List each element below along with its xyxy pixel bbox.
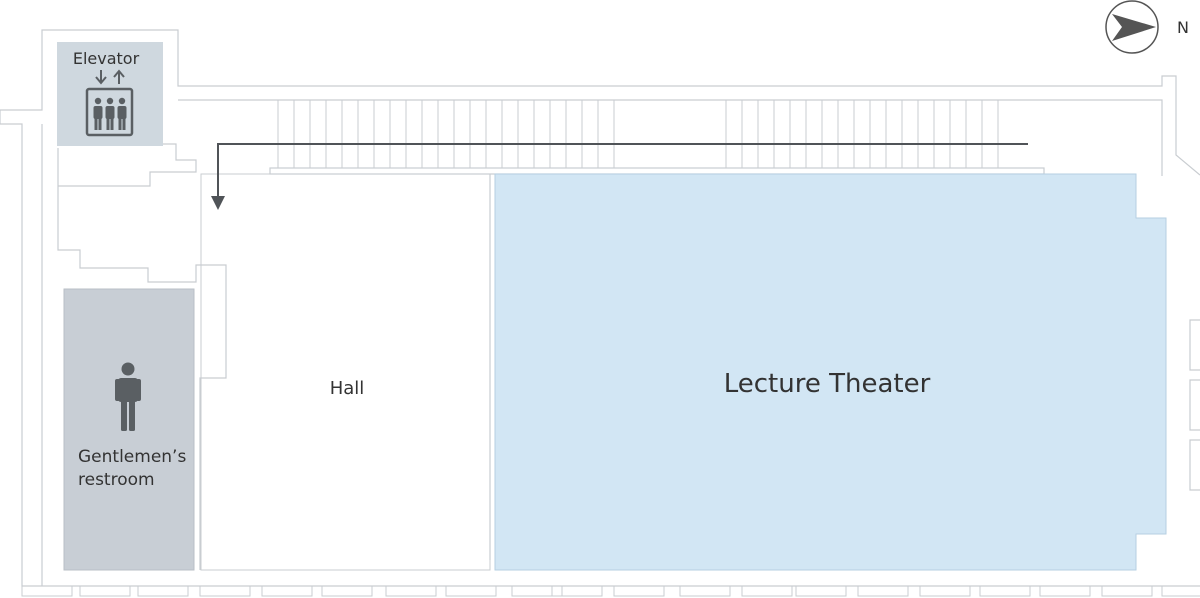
elevator-icon (85, 69, 134, 137)
wall-segment (795, 585, 847, 597)
man-icon (115, 362, 141, 431)
wall-segment (1161, 585, 1200, 597)
wall-segment (385, 585, 437, 597)
wall-segment (613, 585, 665, 597)
wall-segment (79, 585, 131, 597)
wall-segment (137, 585, 189, 597)
wall-segment (919, 585, 971, 597)
wall-segment (511, 585, 563, 597)
wall-segment (979, 585, 1031, 597)
building-walls (0, 29, 1200, 597)
wall-segment (857, 585, 909, 597)
wall-segment (199, 585, 251, 597)
wall-segment (1039, 585, 1091, 597)
wall-segment (551, 585, 603, 597)
wall-segment (321, 585, 373, 597)
lecture-theater-room[interactable] (494, 173, 1167, 571)
wall-segment (261, 585, 313, 597)
compass-north-label: N (1177, 18, 1189, 37)
wall-segment (445, 585, 497, 597)
compass-arrow-icon (1105, 0, 1159, 54)
stairs-right (725, 100, 999, 168)
restroom-label-line1: Gentlemen’s (78, 447, 186, 467)
elevator-label: Elevator (73, 49, 140, 68)
wall-segment (679, 585, 731, 597)
restroom-label-line2: restroom (78, 470, 155, 490)
stairs-left (277, 100, 615, 168)
hall-room[interactable] (200, 173, 491, 571)
wall-segment (741, 585, 793, 597)
route-arrow-icon (211, 143, 1028, 210)
wall-segment (21, 585, 73, 597)
lecture-theater-label: Lecture Theater (724, 369, 931, 399)
wall-segment (1101, 585, 1153, 597)
elevator-room[interactable] (57, 42, 163, 146)
hall-label: Hall (330, 378, 365, 399)
